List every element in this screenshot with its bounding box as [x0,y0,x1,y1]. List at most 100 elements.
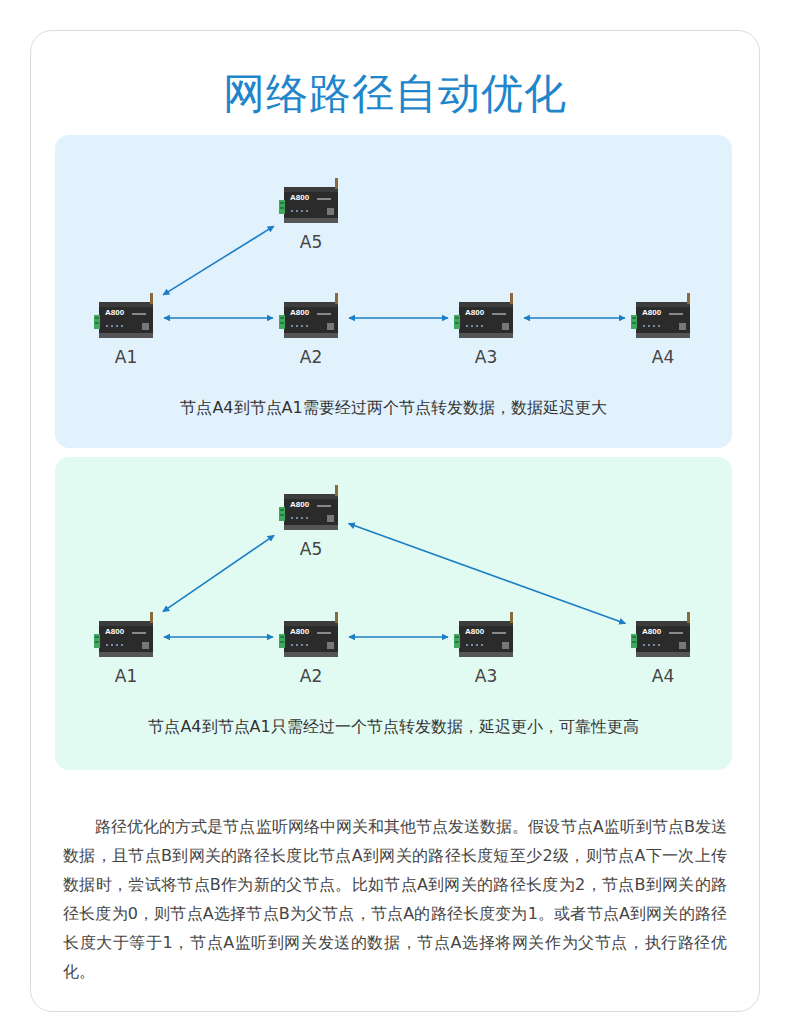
model-text: A800 [290,500,309,509]
description-paragraph: 路径优化的方式是节点监听网络中网关和其他节点发送数据。假设节点A监听到节点B发送… [63,812,727,986]
device-part [95,317,99,319]
device-illustration [454,612,518,662]
model-text: A800 [642,308,661,317]
device-part [636,621,690,626]
device-part [95,322,99,324]
device-part [476,325,478,327]
panel-caption: 节点A4到节点A1只需经过一个节点转发数据，延迟更小，可靠性更高 [55,716,732,738]
device-part [279,507,285,521]
device-part [296,644,298,646]
model-text: A800 [465,627,484,636]
device-part [291,325,293,327]
device-node: A800A1 [94,612,158,662]
panel-caption: 节点A4到节点A1需要经过两个节点转发数据，数据延迟更大 [55,397,732,419]
device-part [636,302,690,307]
device-part [502,642,509,649]
device-part [658,325,660,327]
device-node: A800A4 [631,293,695,343]
device-node: A800A5 [279,178,343,228]
device-part [327,208,334,215]
device-part [284,652,338,657]
device-part [99,621,153,657]
device-part [335,485,338,496]
device-part [631,634,637,648]
device-part [317,632,331,634]
device-part [317,198,331,200]
model-text: A800 [290,308,309,317]
connector-arrow [164,317,273,319]
device-part [459,302,513,338]
device-part [99,621,153,626]
scenario-panel: 节点A4到节点A1只需经过一个节点转发数据，延迟更小，可靠性更高A800A5A8… [55,457,732,770]
device-illustration [631,293,695,343]
device-part [327,642,334,649]
device-part [306,644,308,646]
device-part [291,517,293,519]
device-part [648,644,650,646]
device-part [510,293,513,304]
model-text: A800 [105,308,124,317]
device-part [459,333,513,338]
device-illustration [279,178,343,228]
node-label: A3 [434,347,538,367]
node-label: A5 [259,232,363,252]
device-part [648,325,650,327]
device-node: A800A3 [454,612,518,662]
device-part [296,210,298,212]
device-part [317,313,331,315]
device-part [306,325,308,327]
node-label: A3 [434,666,538,686]
device-part [284,494,338,530]
device-part [94,634,100,648]
device-node: A800A3 [454,293,518,343]
device-part [284,302,338,307]
device-part [284,621,338,657]
node-label: A5 [259,539,363,559]
device-part [658,644,660,646]
device-part [284,218,338,223]
device-part [284,621,338,626]
device-part [306,517,308,519]
node-label: A2 [259,347,363,367]
device-part [335,178,338,189]
device-part [296,517,298,519]
device-part [669,632,683,634]
device-part [636,621,690,657]
connector-arrow [349,636,448,638]
device-illustration [454,293,518,343]
device-part [296,325,298,327]
device-part [280,322,284,324]
device-part [306,210,308,212]
device-part [280,207,284,209]
device-part [106,325,108,327]
device-part [142,642,149,649]
device-illustration [631,612,695,662]
model-text: A800 [642,627,661,636]
page-title: 网络路径自动优化 [0,66,790,122]
device-part [471,644,473,646]
device-part [280,641,284,643]
device-part [121,644,123,646]
device-illustration [279,485,343,535]
device-part [99,333,153,338]
device-part [454,634,460,648]
device-part [284,187,338,192]
device-part [492,313,506,315]
device-part [106,644,108,646]
connector-arrow [163,535,274,611]
node-label: A2 [259,666,363,686]
device-part [279,634,285,648]
device-part [116,644,118,646]
device-part [632,322,636,324]
device-part [459,621,513,626]
device-part [643,325,645,327]
device-part [111,644,113,646]
device-part [116,325,118,327]
node-label: A1 [74,347,178,367]
device-part [301,325,303,327]
device-part [301,517,303,519]
device-node: A800A1 [94,293,158,343]
device-node: A800A2 [279,612,343,662]
device-part [471,325,473,327]
